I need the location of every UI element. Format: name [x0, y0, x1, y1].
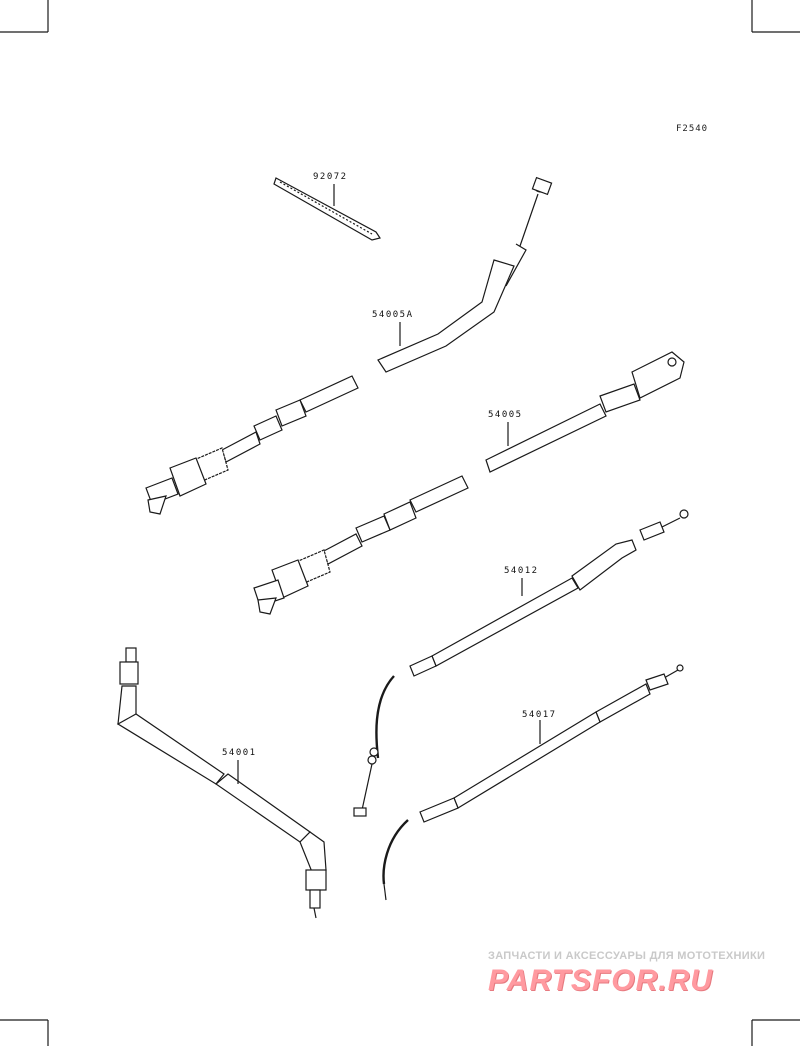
cable-tie-92072: [273, 177, 381, 241]
watermark-logo: PARTSFOR.RU: [488, 964, 713, 997]
clutch-cable-54012: [353, 509, 689, 817]
part-label-54005: 54005: [488, 410, 523, 420]
brake-cable-54017: [382, 664, 684, 901]
part-label-54012: 54012: [504, 566, 539, 576]
watermark: ЗАПЧАСТИ И АКСЕССУАРЫ ДЛЯ МОТОТЕХНИКИ PA…: [488, 950, 788, 998]
part-label-54005a: 54005A: [372, 310, 414, 320]
watermark-tagline: ЗАПЧАСТИ И АКСЕССУАРЫ ДЛЯ МОТОТЕХНИКИ: [488, 950, 766, 962]
part-label-54017: 54017: [522, 710, 557, 720]
speedometer-cable-54001: [116, 647, 327, 919]
part-label-92072: 92072: [313, 172, 348, 182]
throttle-housing-upper: [145, 375, 359, 515]
throttle-housing-lower: [253, 475, 469, 615]
choke-cable-54005: [485, 351, 685, 473]
throttle-cable-54005a: [377, 176, 553, 373]
figure-code: F2540: [676, 124, 709, 134]
part-label-54001: 54001: [222, 748, 257, 758]
